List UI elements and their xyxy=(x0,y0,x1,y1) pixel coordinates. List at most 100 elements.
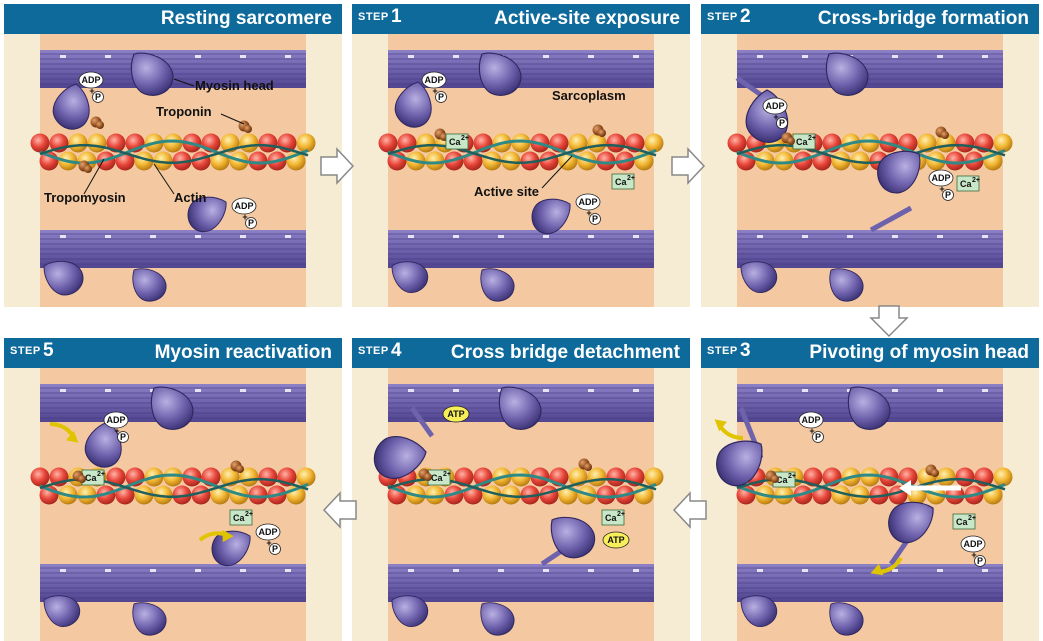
myosin-head xyxy=(550,516,596,559)
myosin-head xyxy=(829,268,864,302)
label-troponin: Troponin xyxy=(156,104,212,119)
thick-filament xyxy=(388,564,654,602)
tropomyosin-strand xyxy=(39,473,309,499)
myosin-head xyxy=(740,595,778,627)
actin-bead xyxy=(955,133,975,153)
actin-bead xyxy=(30,467,50,487)
actin-bead xyxy=(68,133,88,153)
actin-bead xyxy=(955,467,975,487)
svg-text:Ca: Ca xyxy=(605,513,617,523)
panel-title: Active-site exposure xyxy=(494,8,680,29)
label-tropomyosin: Tropomyosin xyxy=(44,190,126,205)
actin-bead xyxy=(727,133,747,153)
actin-bead xyxy=(993,467,1013,487)
actin-bead xyxy=(596,485,616,505)
step-word: STEP xyxy=(707,345,738,357)
actin-bead xyxy=(87,133,107,153)
actin-bead xyxy=(850,485,870,505)
tropomyosin-strand xyxy=(387,139,657,165)
svg-text:+: + xyxy=(242,212,247,222)
svg-text:ADP: ADP xyxy=(765,101,784,111)
myosin-head xyxy=(394,81,432,128)
actin-bead xyxy=(77,485,97,505)
actin-bead xyxy=(153,485,173,505)
svg-text:ADP: ADP xyxy=(578,197,597,207)
tropomyosin-strand xyxy=(387,143,657,165)
myosin-head xyxy=(498,386,542,430)
arrow-right-2 xyxy=(671,147,706,185)
troponin xyxy=(592,124,606,137)
leader-line xyxy=(541,155,573,189)
troponin xyxy=(72,470,86,483)
actin-bead xyxy=(239,133,259,153)
actin-bead xyxy=(511,133,531,153)
thick-filament xyxy=(737,50,1003,88)
motion-arrow xyxy=(198,529,234,543)
svg-text:P: P xyxy=(977,556,983,566)
tropomyosin-strand xyxy=(39,143,309,165)
myosin-head xyxy=(187,196,227,233)
svg-text:Ca: Ca xyxy=(233,513,245,523)
svg-text:ATP: ATP xyxy=(607,535,624,545)
leader-line xyxy=(83,158,105,195)
leader-line xyxy=(220,113,245,125)
svg-text:+: + xyxy=(432,86,437,96)
actin-bead xyxy=(860,467,880,487)
svg-text:2+: 2+ xyxy=(617,511,625,518)
actin-filament xyxy=(378,467,664,505)
svg-text:Ca: Ca xyxy=(776,475,788,485)
myosin-head xyxy=(480,268,515,302)
actin-bead xyxy=(425,151,445,171)
adp-phosphate: ADP+P xyxy=(960,535,986,567)
actin-bead xyxy=(644,133,664,153)
myosin-head xyxy=(52,83,90,130)
thick-filament xyxy=(40,230,306,268)
troponin xyxy=(90,116,104,129)
arrow-down xyxy=(869,305,909,338)
svg-text:Ca: Ca xyxy=(85,473,97,483)
svg-text:+: + xyxy=(89,86,94,96)
myosin-head xyxy=(531,198,571,235)
svg-text:ATP: ATP xyxy=(447,409,464,419)
arrow-left-1 xyxy=(672,491,707,529)
actin-bead xyxy=(416,133,436,153)
myosin-head xyxy=(43,595,81,627)
actin-bead xyxy=(378,133,398,153)
leader-line xyxy=(153,163,175,195)
actin-bead xyxy=(596,151,616,171)
actin-bead xyxy=(606,133,626,153)
label-actin: Actin xyxy=(174,190,207,205)
troponin xyxy=(781,132,795,145)
svg-text:+: + xyxy=(586,208,591,218)
actin-bead xyxy=(248,151,268,171)
myosin-head xyxy=(877,150,921,194)
svg-text:ADP: ADP xyxy=(258,527,277,537)
svg-text:ADP: ADP xyxy=(424,75,443,85)
myosin-head xyxy=(391,261,429,293)
adp-phosphate: ADP+P xyxy=(255,523,281,555)
adp-phosphate: ADP+P xyxy=(762,97,788,129)
svg-text:P: P xyxy=(248,218,254,228)
svg-text:2+: 2+ xyxy=(443,471,451,478)
arrow-left-2 xyxy=(322,491,357,529)
svg-text:ADP: ADP xyxy=(81,75,100,85)
svg-text:2+: 2+ xyxy=(245,511,253,518)
svg-text:P: P xyxy=(779,118,785,128)
panel-title: Pivoting of myosin head xyxy=(809,342,1029,363)
myosin-head xyxy=(847,386,891,430)
actin-bead xyxy=(587,467,607,487)
actin-bead xyxy=(606,467,626,487)
svg-text:ADP: ADP xyxy=(234,201,253,211)
